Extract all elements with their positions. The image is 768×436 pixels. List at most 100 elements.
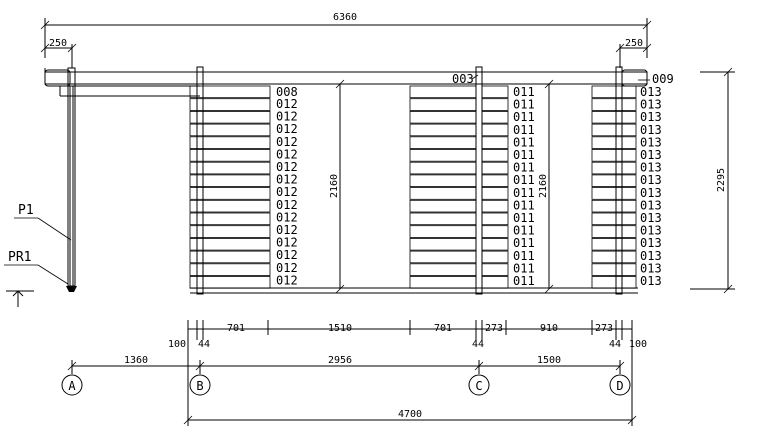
board-011: [481, 174, 509, 187]
board-label-012: 012: [276, 210, 298, 224]
seg-701-b-label: 701: [434, 323, 452, 334]
roof-beams: [44, 68, 648, 97]
board-011: [409, 136, 477, 149]
board-011: [481, 250, 509, 264]
board-012: [189, 123, 271, 137]
board-011: [409, 111, 477, 124]
board-labels-group: 0120120120120120120120120120120120120120…: [276, 85, 662, 288]
axis-dimensions: 1360 2956 1500 4700: [67, 340, 637, 426]
board-012: [189, 111, 271, 124]
board-label-013: 013: [640, 110, 662, 124]
seg-44-d-label: 44: [609, 339, 621, 350]
board-label-011: 011: [513, 85, 535, 99]
board-012: [189, 276, 271, 289]
board-012: [189, 85, 271, 99]
bottom-sill: [190, 287, 638, 294]
board-013: [591, 187, 637, 200]
board-label-012: 012: [276, 248, 298, 262]
board-011: [481, 123, 509, 137]
board-label-011: 011: [513, 224, 535, 238]
board-label-012: 012: [276, 122, 298, 136]
board-label-012: 012: [276, 110, 298, 124]
board-011: [409, 263, 477, 276]
board-012: [189, 225, 271, 238]
board-013: [591, 136, 637, 149]
board-label-011: 011: [513, 261, 535, 275]
board-label-013: 013: [640, 198, 662, 212]
board-013: [591, 98, 637, 111]
board-label-013: 013: [640, 186, 662, 200]
board-label-013: 013: [640, 173, 662, 187]
board-label-011: 011: [513, 148, 535, 162]
board-label-011: 011: [513, 274, 535, 288]
seg-100-right-label: 100: [629, 339, 647, 350]
mid-beam-label: 003: [452, 72, 474, 86]
axis-c-label: C: [475, 379, 482, 393]
board-label-012: 012: [276, 97, 298, 111]
bay-height-label-1: 2160: [329, 174, 340, 198]
board-011: [481, 85, 509, 99]
bay-height-label-2: 2160: [538, 174, 549, 198]
board-013: [591, 123, 637, 137]
seg-273-b-label: 273: [595, 323, 613, 334]
board-012: [189, 174, 271, 187]
board-label-012: 012: [276, 236, 298, 250]
boards-mid-right-group: [481, 85, 509, 289]
bay-height-dimension-1: 2160: [329, 79, 345, 294]
board-013: [591, 149, 637, 162]
axis-d-label: D: [616, 379, 623, 393]
overall-width-label: 6360: [333, 12, 357, 23]
board-label-013: 013: [640, 161, 662, 175]
board-011: [481, 263, 509, 276]
board-label-013: 013: [640, 274, 662, 288]
board-011: [409, 174, 477, 187]
axis-bc-label: 2956: [328, 355, 352, 366]
left-overhang-label: 250: [49, 38, 67, 49]
board-label-011: 011: [513, 110, 535, 124]
profile-label: PR1: [8, 250, 31, 265]
level-marker-icon: [6, 290, 34, 307]
board-013: [591, 212, 637, 226]
right-overhang-label: 250: [625, 38, 643, 49]
board-label-013: 013: [640, 148, 662, 162]
board-011: [409, 199, 477, 213]
board-label-013: 013: [640, 135, 662, 149]
seg-100-left-label: 100: [168, 339, 186, 350]
board-012: [189, 187, 271, 200]
post-callout: P1: [14, 203, 72, 241]
axis-bubble-c: C: [468, 374, 490, 396]
board-011: [481, 237, 509, 251]
seg-44-b-label: 44: [198, 339, 210, 350]
board-label-013: 013: [640, 236, 662, 250]
post-label: P1: [18, 203, 34, 218]
top-beam-label: 008: [276, 85, 298, 99]
board-012: [189, 237, 271, 251]
board-011: [409, 98, 477, 111]
axis-bubble-b: B: [189, 374, 211, 396]
board-013: [591, 174, 637, 187]
board-label-011: 011: [513, 249, 535, 263]
board-label-011: 011: [513, 173, 535, 187]
right-overhang-dimension: 250: [615, 38, 652, 68]
board-011: [409, 187, 477, 200]
board-label-013: 013: [640, 211, 662, 225]
board-label-013: 013: [640, 261, 662, 275]
board-011: [481, 187, 509, 200]
board-011: [481, 98, 509, 111]
board-011: [481, 161, 509, 175]
bay-height-dimension-2: 2160: [538, 79, 554, 294]
board-013: [591, 85, 637, 99]
board-011: [481, 199, 509, 213]
board-012: [189, 212, 271, 226]
left-overhang-dimension: 250: [40, 38, 77, 68]
board-label-013: 013: [640, 85, 662, 99]
seg-273-a-label: 273: [485, 323, 503, 334]
board-011: [481, 149, 509, 162]
board-012: [189, 98, 271, 111]
board-011: [481, 212, 509, 226]
left-post: [66, 67, 77, 292]
board-label-011: 011: [513, 98, 535, 112]
board-label-012: 012: [276, 135, 298, 149]
board-011: [409, 276, 477, 289]
board-012: [189, 136, 271, 149]
